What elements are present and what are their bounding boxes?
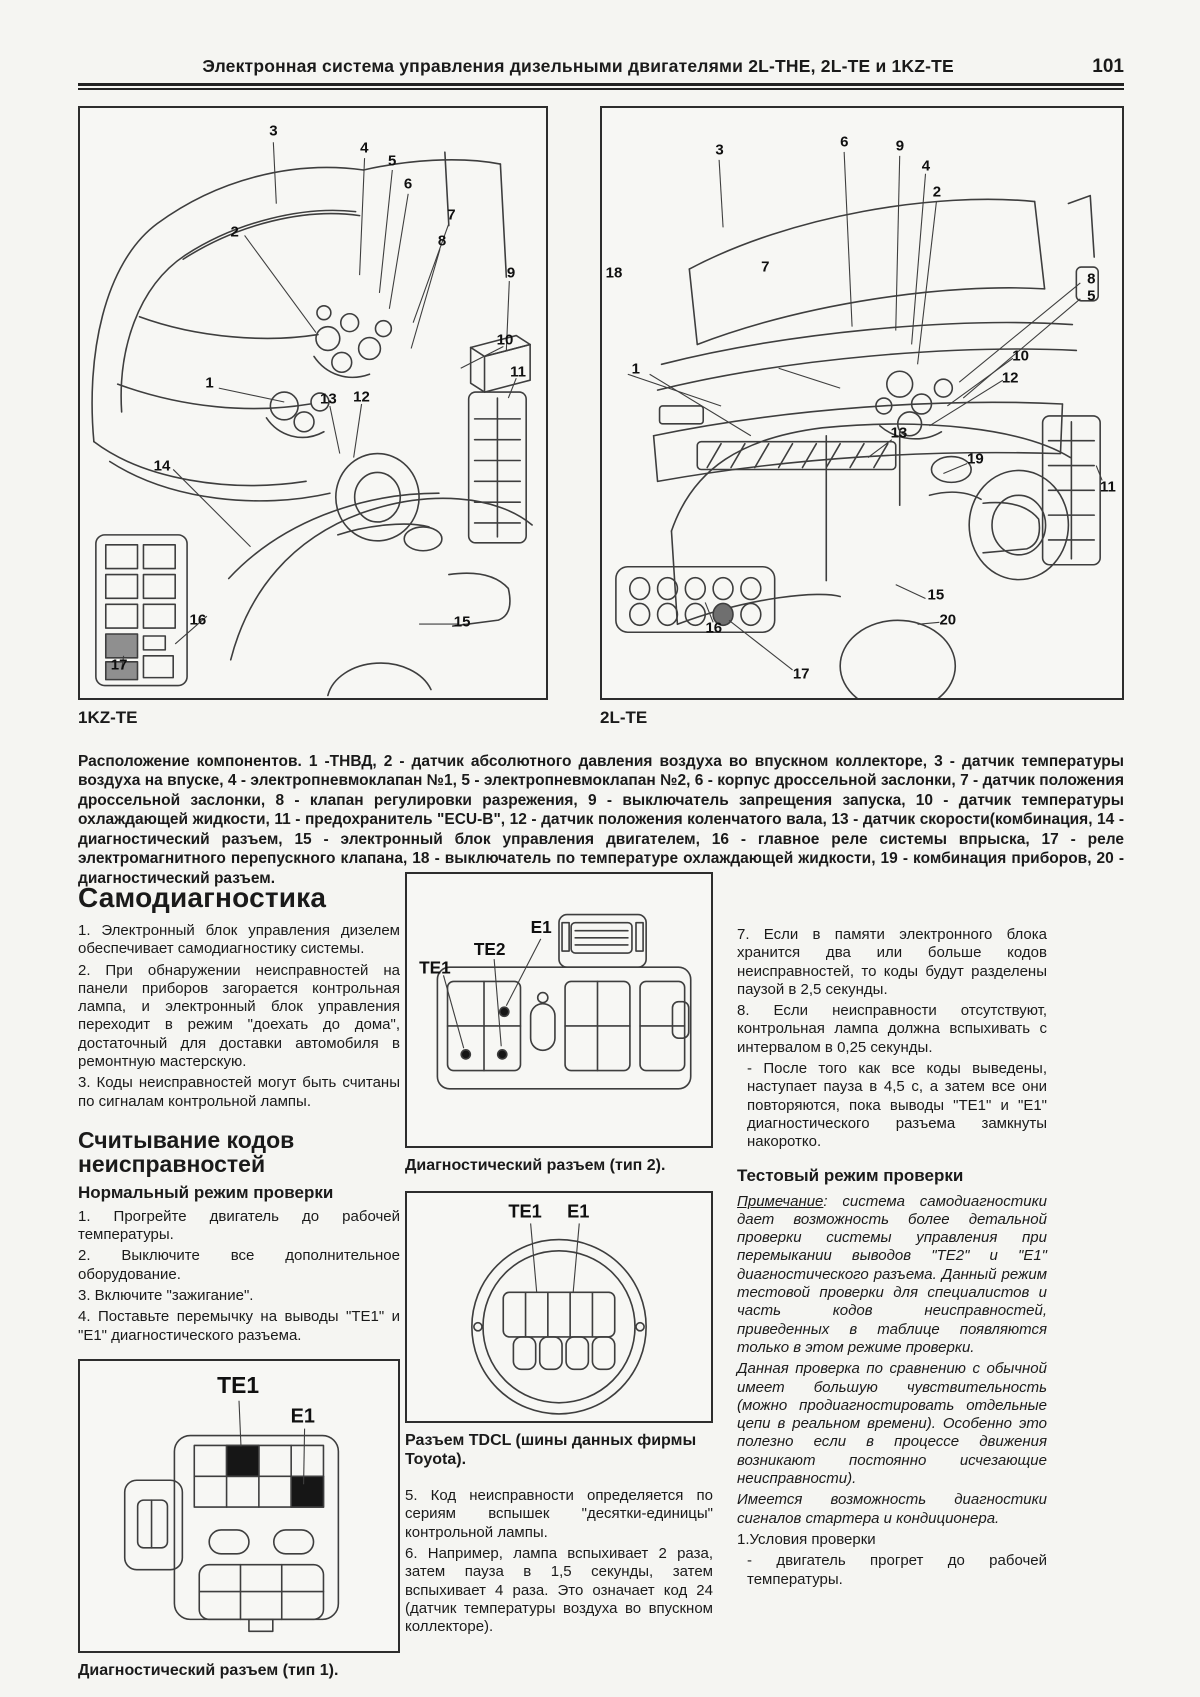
connector-type2-frame: TE1 TE2 E1 bbox=[405, 872, 713, 1148]
test-conditions-item: - двигатель прогрет до рабочей температу… bbox=[747, 1552, 1047, 1588]
figure-callout: 3 bbox=[715, 141, 724, 159]
connector-type1-label-te1: TE1 bbox=[217, 1372, 259, 1398]
header-rule bbox=[78, 83, 1124, 86]
self-diag-item: 3. Коды неисправностей могут быть считан… bbox=[78, 1074, 400, 1110]
figure-callout: 11 bbox=[1100, 478, 1116, 496]
figure-callout: 2 bbox=[230, 223, 239, 241]
component-legend: Расположение компонентов. 1 -ТНВД, 2 - д… bbox=[78, 752, 1124, 887]
figure-callout: 12 bbox=[1001, 369, 1019, 387]
figure-label-1kz-te: 1KZ-TE bbox=[78, 708, 138, 727]
figure-callout: 15 bbox=[927, 586, 945, 604]
figure-callout: 17 bbox=[792, 665, 810, 683]
figure-callout: 8 bbox=[1087, 270, 1096, 287]
normal-mode-step: 2. Выключите все дополнительное оборудов… bbox=[78, 1247, 400, 1283]
normal-mode-step: 3. Включите "зажигание". bbox=[78, 1286, 254, 1304]
page-number: 101 bbox=[1092, 56, 1124, 77]
vehicle-diagram-2l-te bbox=[615, 151, 1103, 698]
test-conditions-title: 1.Условия проверки bbox=[737, 1530, 876, 1548]
figure-callout: 16 bbox=[705, 619, 723, 637]
figure-callout: 3 bbox=[269, 122, 278, 140]
figure-callout: 9 bbox=[506, 264, 516, 282]
note-label: Примечание bbox=[737, 1192, 824, 1210]
figure-callout: 11 bbox=[510, 363, 526, 381]
connector-type2-label-te1: TE1 bbox=[419, 957, 451, 977]
vehicle-diagram-1kz-te bbox=[91, 142, 533, 697]
test-mode-note: Примечание: система самодиагностики дает… bbox=[737, 1193, 1047, 1358]
figure-callout: 6 bbox=[403, 175, 413, 193]
heading-test-mode: Тестовый режим проверки bbox=[737, 1165, 964, 1185]
code-reading-step: 5. Код неисправности определяется по сер… bbox=[405, 1487, 713, 1541]
self-diag-item: 2. При обнаружении неисправностей на пан… bbox=[78, 961, 400, 1071]
code-reading-step: 6. Например, лампа вспыхивает 2 раза, за… bbox=[405, 1545, 713, 1636]
figure-label-2l-te: 2L-TE bbox=[600, 708, 648, 727]
subheading-normal-mode: Нормальный режим проверки bbox=[78, 1182, 334, 1202]
heading-reading-codes: Считывание кодов неисправностей bbox=[78, 1126, 295, 1177]
figure-callout: 8 bbox=[437, 232, 447, 250]
figure-callout: 5 bbox=[1087, 287, 1096, 305]
connector-tdcl-frame: TE1 E1 bbox=[405, 1191, 713, 1424]
connector-type1-diagram: TE1 E1 bbox=[123, 1372, 340, 1632]
figure-callout: 5 bbox=[388, 152, 397, 170]
figure-callout: 1 bbox=[205, 374, 214, 392]
figure-callout: 15 bbox=[453, 613, 471, 631]
page-title: Электронная система управления дизельным… bbox=[202, 56, 954, 76]
test-mode-paragraph: Данная проверка по сравнению с обычной и… bbox=[737, 1360, 1047, 1488]
figure-callout: 19 bbox=[967, 450, 984, 468]
figure-callout: 12 bbox=[353, 388, 370, 406]
self-diag-item: 1. Электронный блок управления дизелем о… bbox=[78, 922, 400, 958]
column-left: Самодиагностика 1. Электронный блок упра… bbox=[78, 868, 400, 1684]
connector-tdcl-diagram: TE1 E1 bbox=[471, 1201, 647, 1416]
figure-callout: 18 bbox=[605, 264, 623, 282]
figure-callout: 13 bbox=[890, 424, 908, 442]
code-output-item: 8. Если неисправности отсутствуют, контр… bbox=[737, 1002, 1047, 1056]
figure-callout: 6 bbox=[840, 133, 849, 151]
code-output-item: - После того как все коды выведены, наст… bbox=[747, 1060, 1047, 1151]
caption-connector-type1: Диагностический разъем (тип 1). bbox=[78, 1661, 339, 1679]
page-header: Электронная система управления дизельным… bbox=[78, 56, 1124, 90]
connector-type2-diagram: TE1 TE2 E1 bbox=[419, 913, 692, 1090]
header-rule-thin bbox=[78, 88, 1124, 90]
figure-callout: 7 bbox=[761, 258, 770, 276]
connector-type2-label-te2: TE2 bbox=[474, 939, 506, 959]
figure-callout: 7 bbox=[447, 206, 456, 224]
normal-mode-step: 4. Поставьте перемычку на выводы "TE1" и… bbox=[78, 1308, 400, 1344]
caption-connector-tdcl: Разъем TDCL (шины данных фирмы Toyota). bbox=[405, 1432, 697, 1468]
caption-connector-type2: Диагностический разъем (тип 2). bbox=[405, 1157, 666, 1174]
figure-callout: 2 bbox=[932, 183, 942, 201]
column-middle: TE1 TE2 E1 Диагностический разъем (тип 2… bbox=[405, 868, 713, 1640]
test-mode-paragraph: Имеется возможность диагностики сигналов… bbox=[737, 1491, 1047, 1527]
figure-callout: 17 bbox=[110, 656, 128, 674]
figure-callout: 20 bbox=[939, 611, 957, 629]
connector-tdcl-label-te1: TE1 bbox=[508, 1201, 541, 1222]
figure-callout: 10 bbox=[1012, 347, 1029, 365]
connector-type1-label-e1: E1 bbox=[291, 1405, 315, 1427]
figure-callout: 14 bbox=[153, 457, 171, 475]
figure-callout: 1 bbox=[631, 360, 640, 378]
normal-mode-step: 1. Прогрейте двигатель до рабочей темпер… bbox=[78, 1207, 400, 1244]
figure-callout: 4 bbox=[921, 157, 931, 175]
heading-self-diagnostics: Самодиагностика bbox=[78, 882, 327, 913]
figure-callout: 10 bbox=[496, 331, 514, 349]
connector-type1-frame: TE1 E1 bbox=[78, 1358, 400, 1653]
connector-tdcl-label-e1: E1 bbox=[567, 1201, 589, 1222]
connector-type2-label-e1: E1 bbox=[531, 917, 552, 937]
figure-callout: 13 bbox=[320, 390, 337, 408]
column-right: 7. Если в памяти электронного блока хран… bbox=[737, 868, 1047, 1592]
code-output-item: 7. Если в памяти электронного блока хран… bbox=[737, 926, 1047, 998]
figure-callout: 9 bbox=[895, 137, 905, 155]
figure-callout: 16 bbox=[189, 611, 207, 629]
note-body: : система самодиагностики дает возможнос… bbox=[737, 1192, 1047, 1356]
figure-callout: 4 bbox=[360, 139, 369, 157]
